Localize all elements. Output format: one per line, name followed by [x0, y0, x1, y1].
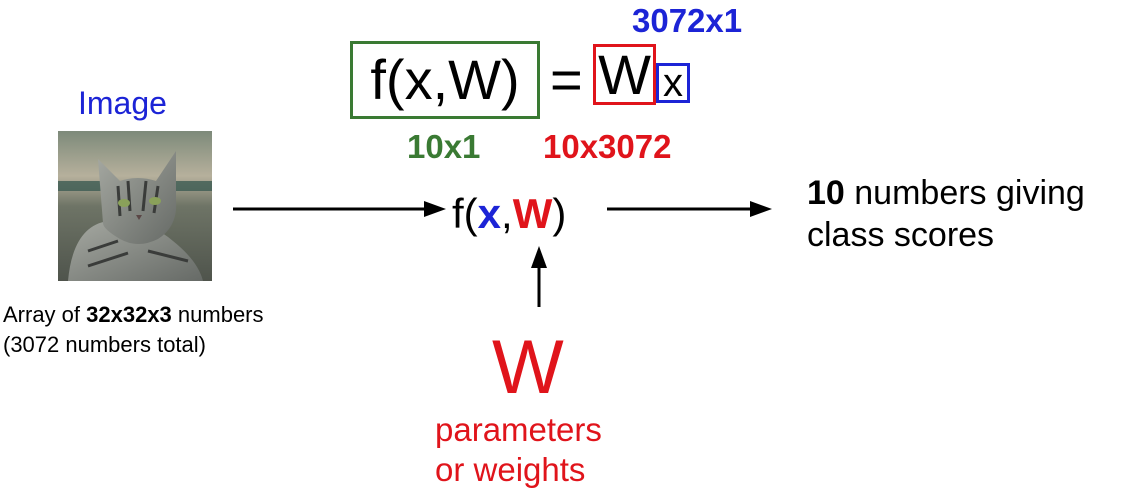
- function-label: f(x,W): [452, 190, 566, 238]
- dim-f-label: 10x1: [407, 128, 481, 165]
- input-box: [656, 63, 690, 103]
- caption-line-1: Array of 32x32x3 numbers: [3, 300, 264, 330]
- output-text: 10 numbers giving class scores: [807, 172, 1085, 256]
- weights-description: parameters or weights: [435, 410, 602, 490]
- func-comma: ,: [501, 190, 513, 237]
- func-suffix: ): [552, 190, 567, 237]
- caption-pre: Array of: [3, 302, 87, 327]
- equation-lhs: f(x,W): [370, 48, 520, 111]
- weights-symbol: W: [492, 325, 564, 410]
- weights-line-1: parameters: [435, 411, 602, 448]
- weights-line-2: or weights: [435, 451, 586, 488]
- caption-line-2: (3072 numbers total): [3, 332, 206, 357]
- dim-w-label: 10x3072: [543, 128, 672, 165]
- func-x: x: [477, 190, 502, 237]
- array-caption: Array of 32x32x3 numbers (3072 numbers t…: [3, 300, 264, 360]
- arrow-image-to-function: [233, 201, 446, 217]
- arrow-weights-to-function: [531, 246, 547, 307]
- weight-box: [593, 44, 656, 105]
- output-line-2: class scores: [807, 216, 995, 254]
- equation-equals: =: [550, 48, 583, 111]
- lhs-box: [350, 41, 540, 119]
- func-prefix: f(: [452, 190, 478, 237]
- output-line1-rest: numbers giving: [844, 174, 1085, 212]
- equation-x: x: [663, 61, 683, 105]
- func-w: W: [512, 190, 553, 237]
- dim-x-label: 3072x1: [632, 2, 743, 39]
- image-label: Image: [78, 85, 167, 121]
- output-count: 10: [807, 174, 845, 212]
- arrow-function-to-output: [607, 201, 772, 217]
- caption-post: numbers: [171, 302, 264, 327]
- output-line-1: 10 numbers giving: [807, 172, 1085, 214]
- caption-bold: 32x32x3: [86, 302, 172, 327]
- equation-w: W: [598, 43, 651, 106]
- cat-photo-icon: [58, 131, 212, 281]
